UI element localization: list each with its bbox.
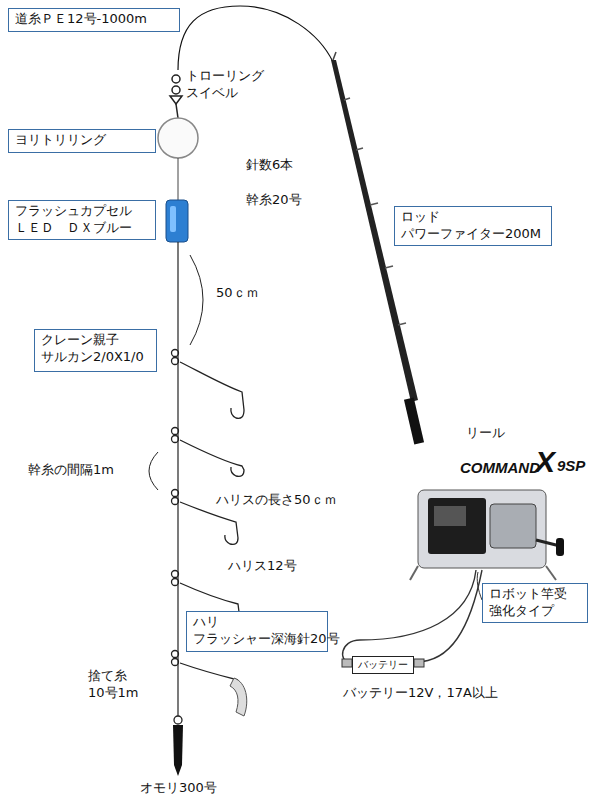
swivel-box: クレーン親子 サルカン2/0X1/0 — [34, 329, 157, 372]
dimension-bracket — [190, 255, 203, 345]
logo-text: 9SP — [557, 456, 585, 476]
rod-box: ロッド パワーファイター200M — [394, 206, 552, 246]
part-label: トローリング スイベル — [186, 68, 268, 102]
twist-ring — [158, 118, 198, 200]
trolling-swivel — [170, 75, 182, 118]
part-text: フラッシュカプセル ＬＥＤ ＤＸブルー — [15, 203, 149, 237]
dimension-label: ハリスの長さ50ｃｍ — [216, 492, 337, 509]
power-cable — [343, 570, 476, 662]
main-line — [178, 6, 333, 70]
count-label: 針数6本 — [246, 157, 293, 174]
capsule-box: フラッシュカプセル ＬＥＤ ＤＸブルー — [8, 200, 156, 240]
part-text: 道糸ＰＥ12号-1000m — [15, 11, 173, 28]
part-label: オモリ300号 — [140, 780, 217, 797]
line-spec-label: ハリス12号 — [228, 558, 297, 575]
logo-mark: X — [535, 442, 555, 481]
holder-box: ロボット竿受 強化タイプ — [482, 583, 588, 623]
part-text: クレーン親子 サルカン2/0X1/0 — [41, 332, 150, 366]
dimension-bracket — [149, 452, 158, 490]
part-text: ロボット竿受 強化タイプ — [489, 586, 581, 620]
part-label: 捨て糸 10号1m — [88, 668, 150, 702]
dimension-label: 50ｃｍ — [216, 285, 259, 302]
ring-box: ヨリトリリング — [8, 129, 156, 153]
part-text: ヨリトリリング — [15, 132, 149, 149]
flash-capsule — [166, 200, 188, 242]
dimension-label: 幹糸の間隔1m — [28, 462, 114, 479]
bait — [230, 678, 247, 716]
battery-terminal — [414, 659, 424, 667]
line-box: 道糸ＰＥ12号-1000m — [8, 8, 180, 32]
battery-box: バッテリー — [352, 656, 414, 674]
part-text: バッテリー — [355, 658, 411, 671]
hook-box: ハリ フラッシャー深海針20号 — [186, 611, 328, 652]
part-text: ハリ フラッシャー深海針20号 — [193, 614, 321, 648]
rod — [331, 52, 424, 445]
part-label: リール — [466, 425, 505, 442]
battery-terminal — [342, 659, 352, 667]
electric-reel — [410, 490, 564, 580]
line-spec-label: 幹糸20号 — [246, 192, 302, 209]
trunk-line — [177, 242, 178, 716]
spec-label: バッテリー12V，17A以上 — [343, 685, 498, 702]
logo-text: COMMAND — [460, 458, 540, 478]
sinker — [173, 716, 183, 776]
power-cable — [416, 570, 482, 662]
part-text: ロッド パワーファイター200M — [401, 209, 545, 243]
